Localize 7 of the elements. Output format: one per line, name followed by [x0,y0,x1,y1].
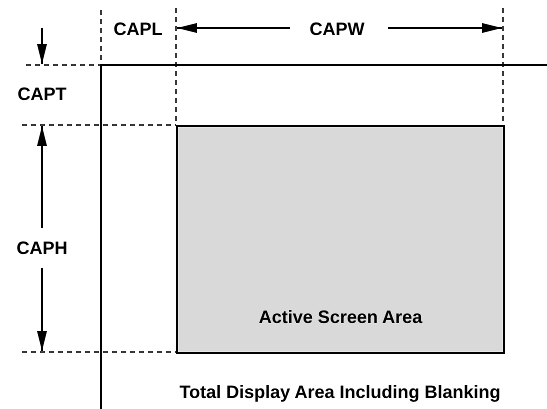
dimension-label: CAPW [310,20,364,38]
dimension-label: CAPH [16,239,68,257]
active-area-rectangle [176,125,505,354]
dimension-label: CAPL [114,20,162,38]
area-caption: Total Display Area Including Blanking [179,383,501,401]
area-label: Active Screen Area [258,308,424,326]
dimension-label: CAPT [18,85,66,103]
